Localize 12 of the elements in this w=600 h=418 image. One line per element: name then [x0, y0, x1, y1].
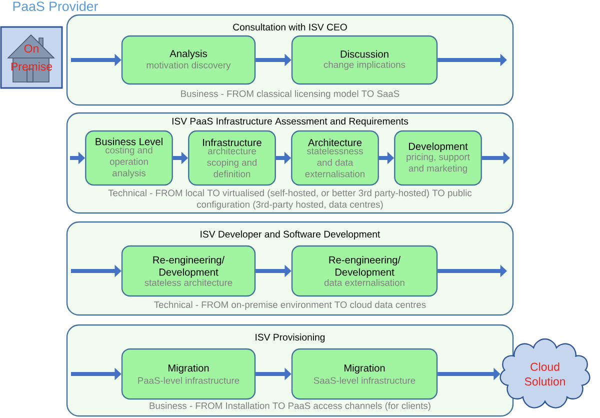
process-box: Development pricing, support and marketing [394, 130, 482, 186]
process-box: Re-engineering/ Development stateless architecture [121, 245, 256, 297]
process-box: Analysis motivation discovery [121, 35, 256, 85]
process-box: Re-engineering/ Development data externalisation [291, 245, 438, 297]
process-box: Migration PaaS-level infrastructure [121, 348, 256, 400]
process-box: Architecture statelessness and data externalisation [291, 130, 379, 186]
title: PaaS Provider [13, 1, 98, 12]
process-box: Business Level costing and operation analysis [85, 130, 173, 186]
process-box: Discussion change implications [291, 35, 438, 85]
process-box: Infrastructure architecture scoping and definition [188, 130, 276, 186]
process-box: Migration SaaS-level infrastructure [291, 348, 438, 400]
location-box: On Premise [0, 26, 63, 89]
